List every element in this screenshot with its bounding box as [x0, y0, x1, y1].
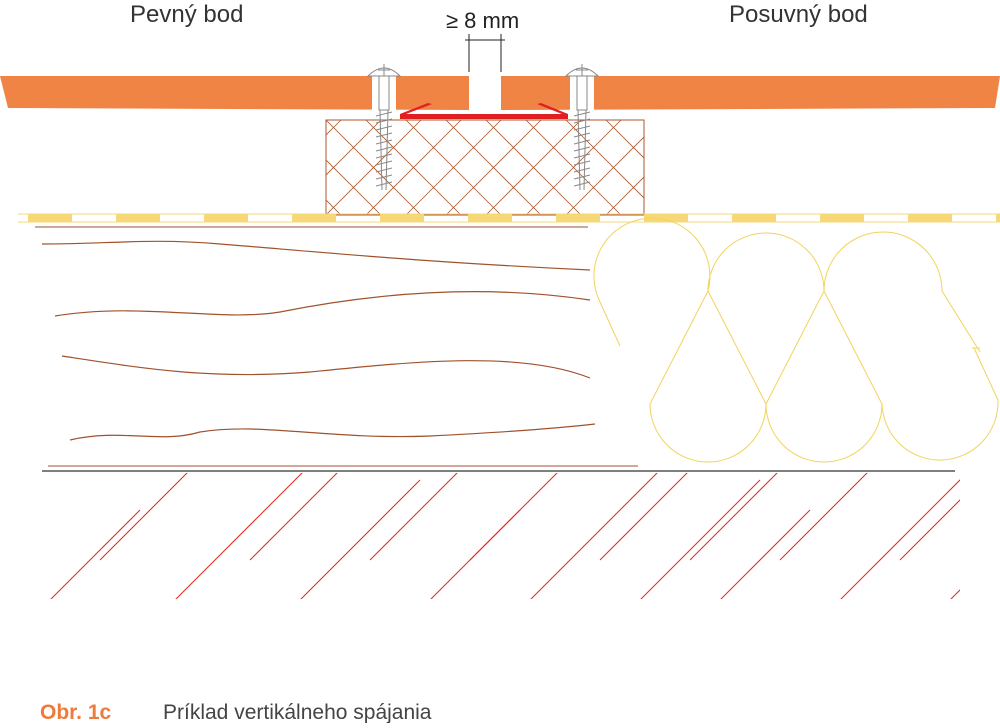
sliding-point-label: Posuvný bod: [729, 1, 868, 28]
membrane-dash: [468, 214, 512, 222]
membrane-dash: [380, 214, 424, 222]
hatch-line: [206, 120, 301, 215]
ground-hatch-line: [369, 473, 458, 561]
membrane-dash: [996, 214, 1000, 222]
wooden-batten: [206, 119, 741, 216]
membrane-dash: [204, 214, 248, 222]
membrane-dash: [556, 214, 600, 222]
membrane-layer: [18, 213, 1000, 223]
facade-board-right: [501, 76, 1000, 110]
hatch-line: [646, 120, 741, 215]
ground-hatch-line: [899, 499, 960, 561]
ground-hatch-line: [249, 473, 338, 561]
hatch-line: [525, 120, 622, 215]
ground-hatch-line: [469, 473, 558, 561]
hatch-line: [605, 176, 644, 215]
sealant-tape: [400, 103, 568, 119]
wood-panel: [35, 226, 638, 467]
membrane-dash: [116, 214, 160, 222]
substrate-ground: [42, 470, 960, 599]
hatch-line: [326, 120, 422, 215]
ground-hatch-line: [175, 473, 303, 599]
ground-hatch-line: [950, 589, 960, 599]
membrane-dash: [28, 214, 72, 222]
ground-hatch-line: [779, 473, 868, 561]
ground-hatch-line: [840, 479, 960, 599]
hatch-line: [646, 120, 741, 215]
ground-hatch-line: [300, 479, 421, 599]
ground-hatch-line: [720, 509, 811, 599]
screw-icon: [366, 64, 402, 191]
membrane-dash: [908, 214, 952, 222]
figure-caption: Príklad vertikálneho spájania: [163, 701, 432, 723]
insulation-wool: [593, 217, 999, 463]
ground-hatch-line: [50, 509, 141, 599]
gap-dimension: [465, 34, 505, 72]
facade-board-left: [0, 76, 469, 110]
hatch-line: [405, 120, 502, 215]
gap-dimension-label: ≥ 8 mm: [446, 8, 519, 33]
hatch-line: [326, 159, 382, 215]
membrane-dash: [644, 214, 688, 222]
ground-hatch-line: [640, 479, 761, 599]
hatch-line: [445, 120, 542, 215]
ground-hatch-line: [99, 473, 188, 561]
fixed-point-label: Pevný bod: [130, 1, 243, 28]
membrane-dash: [820, 214, 864, 222]
ground-hatch-line: [689, 473, 778, 561]
figure-number: Obr. 1c: [40, 701, 112, 723]
membrane-dash: [292, 214, 336, 222]
hatch-line: [565, 120, 644, 199]
hatch-line: [206, 120, 301, 215]
ground-hatch-line: [599, 473, 688, 561]
ground-hatch-line: [530, 473, 658, 599]
membrane-dash: [732, 214, 776, 222]
screw-icon: [564, 64, 600, 191]
hatch-line: [485, 120, 582, 215]
hatch-line: [605, 120, 644, 159]
